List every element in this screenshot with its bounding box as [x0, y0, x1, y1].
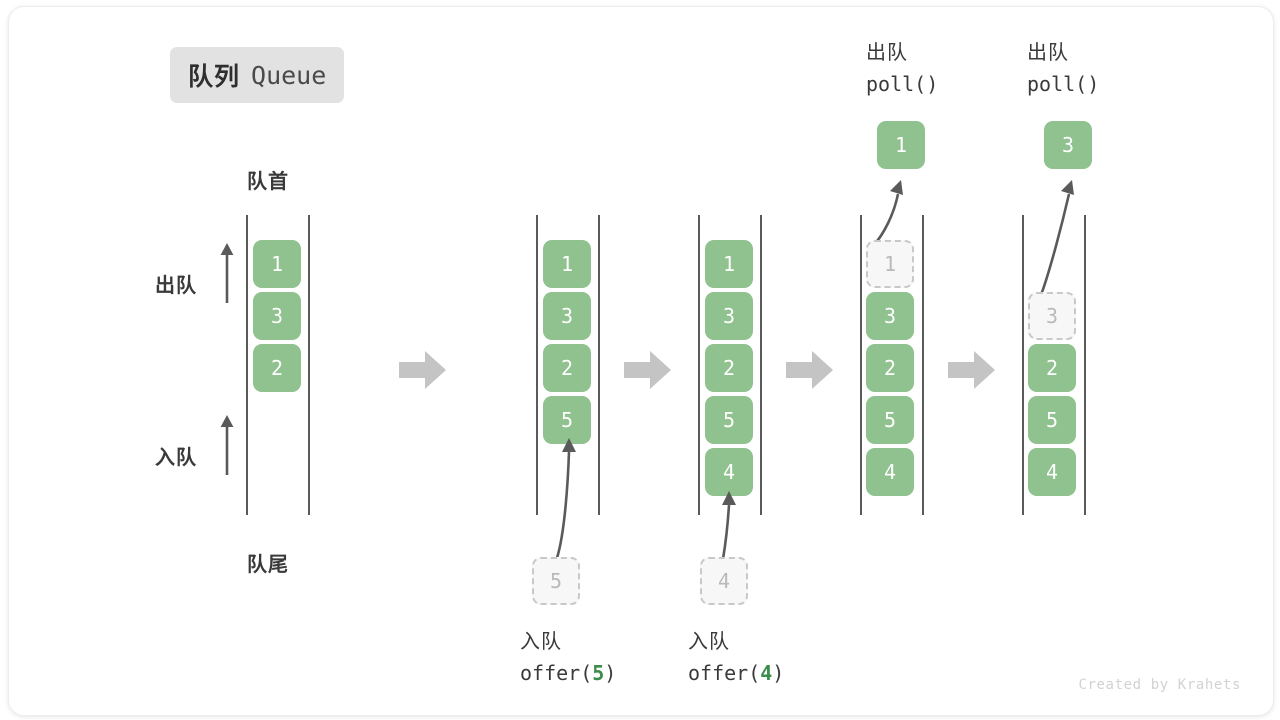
queue-cell: 1	[705, 240, 753, 288]
queue-rail-right-3	[760, 215, 762, 515]
queue-rail-right-4	[922, 215, 924, 515]
operation-caption-code: offer(4)	[688, 661, 785, 685]
queue-cell: 2	[705, 344, 753, 392]
operation-caption-poll-1: 出队 poll()	[866, 38, 938, 100]
diagram-title-badge: 队列 Queue	[170, 47, 345, 103]
step-arrow-icon	[786, 349, 833, 389]
title-en: Queue	[251, 60, 327, 90]
operation-caption-cn: 出队	[1027, 42, 1069, 64]
operation-caption-cn: 出队	[866, 42, 908, 64]
queue-rail-right-5	[1084, 215, 1086, 515]
enqueue-motion-arrow-icon	[699, 485, 759, 563]
queue-cell-new: 5	[543, 396, 591, 444]
queue-rail-left-2	[536, 215, 538, 515]
dequeue-direction-arrow-icon	[216, 241, 238, 305]
operation-caption-code: poll()	[1027, 72, 1100, 96]
queue-cell: 1	[253, 240, 301, 288]
polled-cell: 1	[877, 121, 925, 169]
diagram-card: 队列 Queue 队首 1 3 2 出队 入队 队尾 1 3 2 5	[8, 6, 1274, 716]
enqueue-direction-arrow-icon	[216, 413, 238, 477]
operation-caption-cn: 入队	[688, 631, 730, 653]
operation-caption-offer-5: 入队 offer(5)	[520, 627, 616, 689]
enqueue-motion-arrow-icon	[529, 432, 599, 562]
queue-rail-right-2	[598, 215, 600, 515]
operation-caption-poll-3: 出队 poll()	[1027, 38, 1099, 100]
enqueue-side-label: 入队	[155, 447, 197, 469]
queue-cell: 3	[866, 292, 914, 340]
queue-rail-right-1	[308, 215, 310, 515]
queue-cell: 3	[705, 292, 753, 340]
pending-cell: 4	[700, 557, 748, 605]
queue-cell: 1	[543, 240, 591, 288]
queue-rail-left-5	[1022, 215, 1024, 515]
queue-cell-new: 4	[705, 448, 753, 496]
queue-cell: 5	[705, 396, 753, 444]
removed-cell: 1	[866, 240, 914, 288]
step-arrow-icon	[948, 349, 995, 389]
queue-cell: 2	[866, 344, 914, 392]
queue-cell: 2	[1028, 344, 1076, 392]
queue-rail-left-3	[698, 215, 700, 515]
operation-caption-code: offer(5)	[520, 661, 617, 685]
queue-cell: 2	[253, 344, 301, 392]
step-arrow-icon	[624, 349, 671, 389]
tail-label: 队尾	[247, 554, 289, 576]
dequeue-motion-arrow-icon	[1019, 172, 1099, 302]
queue-cell: 5	[1028, 396, 1076, 444]
queue-rail-left-1	[246, 215, 248, 515]
queue-cell: 5	[866, 396, 914, 444]
dequeue-motion-arrow-icon	[854, 172, 924, 250]
operation-caption-offer-4: 入队 offer(4)	[688, 627, 784, 689]
queue-rail-left-4	[860, 215, 862, 515]
polled-cell: 3	[1044, 121, 1092, 169]
dequeue-side-label: 出队	[155, 275, 197, 297]
queue-cell: 2	[543, 344, 591, 392]
watermark: Created by Krahets	[1078, 677, 1241, 693]
queue-cell: 3	[253, 292, 301, 340]
title-cn: 队列	[188, 63, 241, 91]
operation-caption-code: poll()	[866, 72, 939, 96]
head-label: 队首	[247, 171, 289, 193]
pending-cell: 5	[532, 557, 580, 605]
step-arrow-icon	[399, 349, 446, 389]
queue-cell: 4	[866, 448, 914, 496]
queue-cell: 4	[1028, 448, 1076, 496]
queue-cell: 3	[543, 292, 591, 340]
removed-cell: 3	[1028, 292, 1076, 340]
operation-caption-cn: 入队	[520, 631, 562, 653]
